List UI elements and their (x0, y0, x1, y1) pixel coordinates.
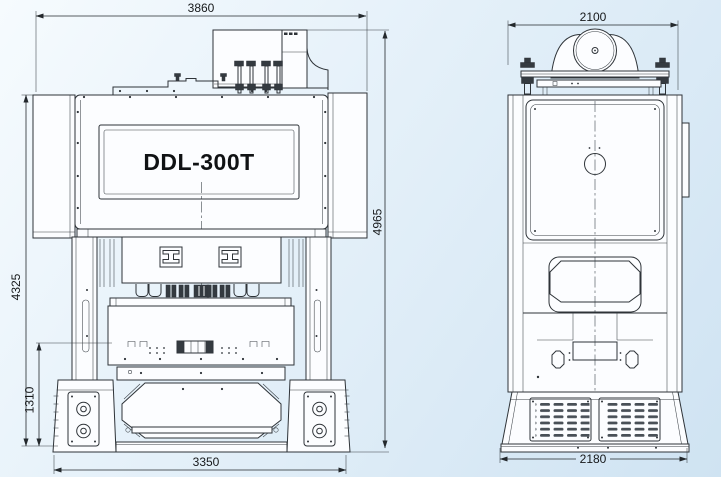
dim-front-top-width: 3860 (188, 1, 215, 15)
bed-plate (116, 366, 286, 381)
slide-guides (99, 239, 304, 287)
dim-side-base-width: 2180 (580, 452, 607, 466)
crown-lower-flange (76, 228, 327, 238)
front-view: DDL-300T (32, 29, 368, 453)
left-column (71, 236, 98, 381)
lower-bracket (523, 312, 667, 379)
side-view (500, 28, 690, 453)
dim-front-base-width: 3350 (193, 455, 220, 469)
model-label: DDL-300T (143, 149, 254, 175)
louver-panel-right (598, 397, 661, 442)
flywheel (573, 28, 617, 73)
left-overhang (32, 94, 76, 239)
crown-clamp-bolts (234, 60, 283, 94)
side-base (500, 391, 690, 453)
right-overhang (327, 92, 368, 239)
tie-rod-beam (520, 57, 670, 95)
louver-panel-left (529, 397, 592, 442)
slide (121, 236, 282, 284)
dim-front-overall-height: 4965 (371, 208, 385, 235)
dim-front-frame-height: 4325 (9, 273, 23, 300)
dim-side-top-width: 2100 (580, 10, 607, 24)
punch-row (135, 284, 260, 298)
dim-front-bolster-height: 1310 (23, 386, 37, 413)
front-view-dimensions: 3860 4965 4325 1310 3350 (9, 1, 389, 474)
model-plate: DDL-300T (98, 124, 300, 200)
right-column (305, 236, 332, 381)
left-foot (52, 379, 117, 453)
vent-grille (548, 256, 642, 313)
exhaust-duct (281, 29, 329, 90)
base-brace-panel (115, 382, 288, 453)
side-view-dimensions: 2100 2180 (499, 10, 688, 466)
bolster (107, 305, 295, 366)
right-foot (286, 379, 351, 453)
